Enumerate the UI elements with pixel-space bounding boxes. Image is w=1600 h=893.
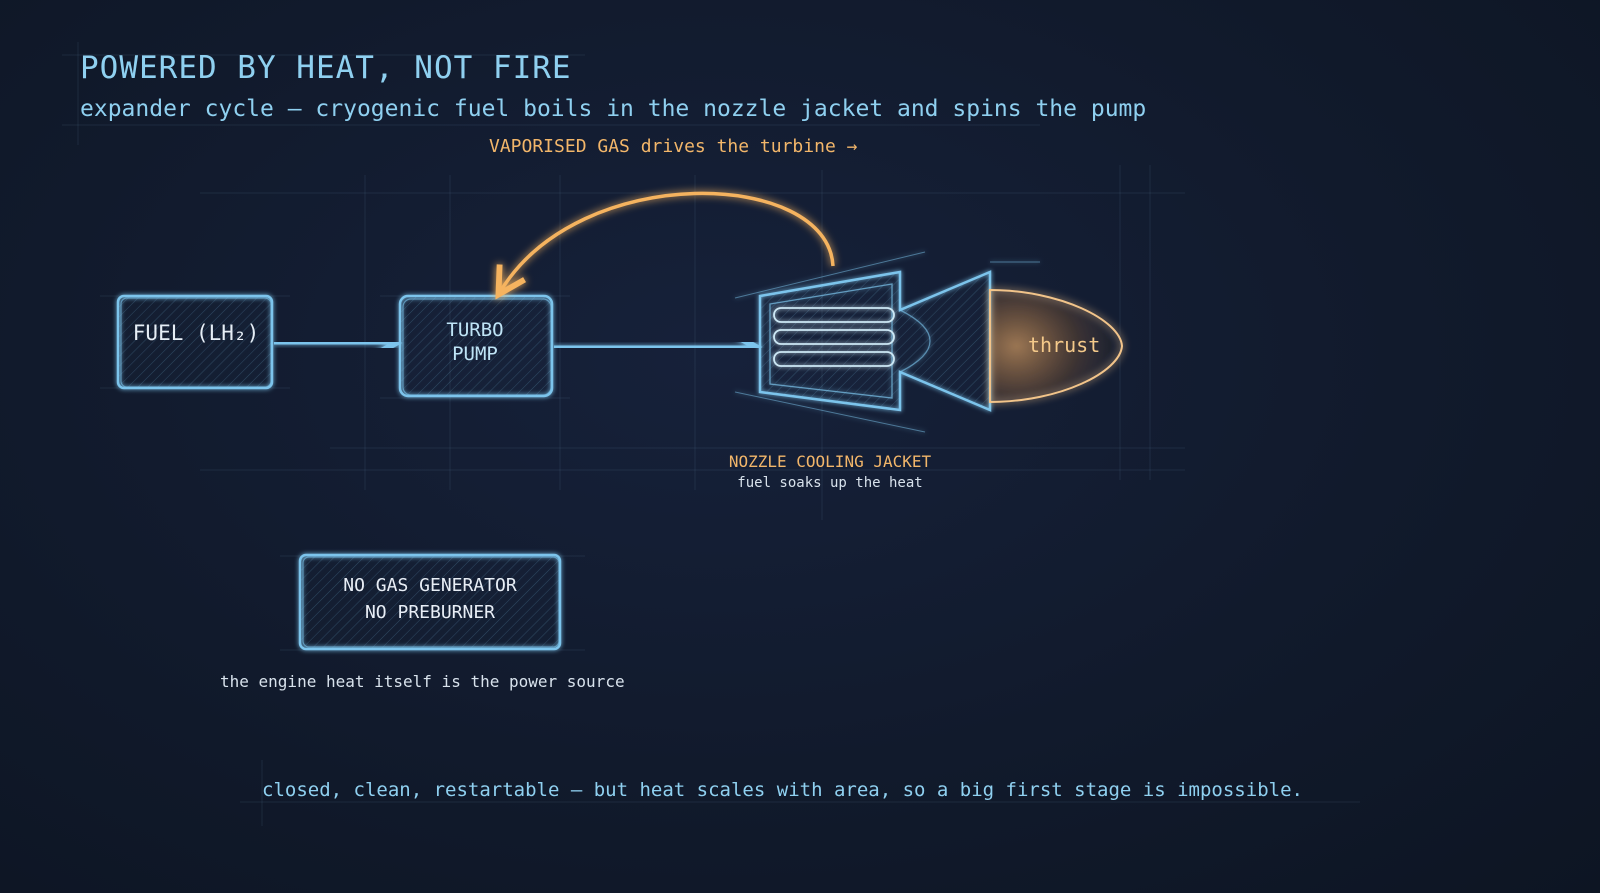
no-gas-generator-line1: NO GAS GENERATOR [343, 575, 517, 596]
fuel-label: FUEL (LH₂) [132, 321, 260, 345]
flow-arrows [274, 343, 756, 347]
power-source-note: the engine heat itself is the power sour… [220, 672, 625, 691]
no-gas-generator-label: NO GAS GENERATOR NO PREBURNER [300, 572, 560, 626]
nozzle-jacket-sublabel: fuel soaks up the heat [737, 475, 923, 491]
turbo-pump-label: TURBO PUMP [400, 318, 550, 366]
page-subtitle: expander cycle — cryogenic fuel boils in… [80, 96, 1147, 122]
no-gas-generator-line2: NO PREBURNER [364, 602, 496, 623]
footer-summary: closed, clean, restartable — but heat sc… [262, 779, 1303, 801]
blueprint-grid [62, 42, 1360, 826]
fuel-tank-box [116, 294, 274, 390]
nozzle-jacket-label: NOZZLE COOLING JACKET [728, 452, 932, 471]
turbine-caption: VAPORISED GAS drives the turbine → [489, 136, 858, 157]
no-gas-generator-box [298, 553, 562, 651]
thrust-label: thrust [1028, 333, 1101, 357]
nozzle-cooling-jacket [734, 251, 1040, 433]
thrust-plume [989, 288, 1124, 404]
vaporised-gas-return-arrow [500, 191, 835, 292]
turbo-pump-label-line1: TURBO [446, 319, 504, 341]
turbo-pump-label-line2: PUMP [452, 343, 498, 365]
page-title: POWERED BY HEAT, NOT FIRE [80, 50, 572, 86]
